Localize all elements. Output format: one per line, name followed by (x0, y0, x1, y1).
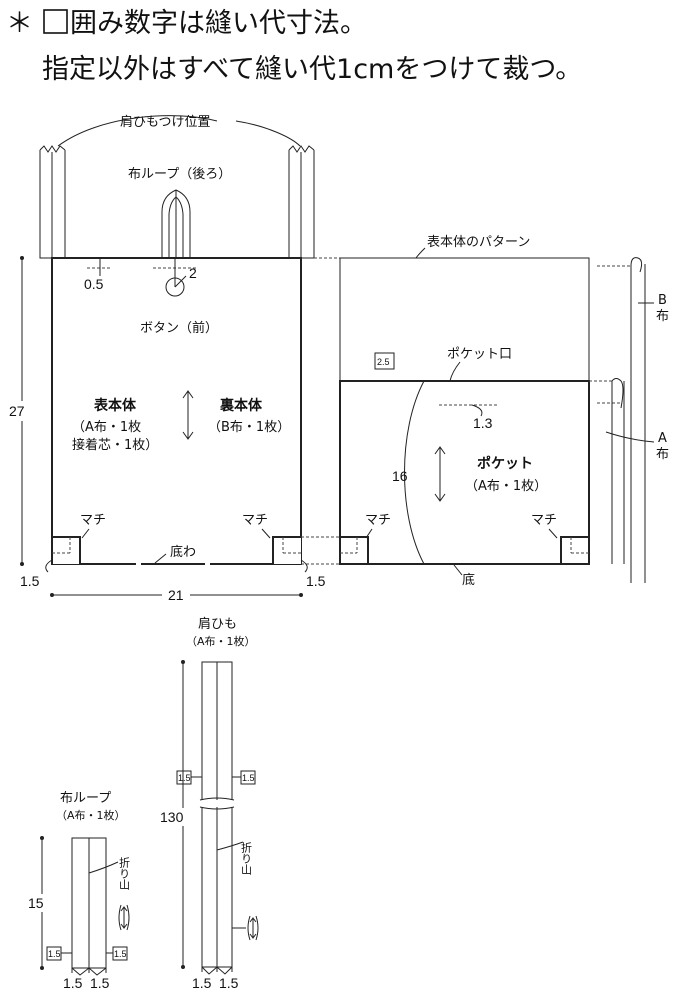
loop-grain-arrow (118, 904, 130, 931)
loop-width-2: 1.5 (90, 975, 110, 991)
header-line-1: 囲み数字は縫い代寸法。 (70, 8, 367, 39)
loop-fold-label: 折り山 (118, 856, 131, 890)
fabric-b-label-2: 布 (656, 309, 669, 324)
pattern-title: 表本体のパターン (427, 235, 530, 250)
strap-grain-arrow (247, 915, 259, 941)
gusset-right-cutout (272, 536, 301, 564)
pocket-outline (339, 380, 590, 565)
strap-stub-right (288, 145, 315, 259)
back-title: 裏本体 (219, 397, 263, 414)
pocket-offset-leader (471, 404, 483, 417)
fabric-a-layer (611, 378, 625, 564)
pocket-title: ポケット (477, 455, 533, 472)
corner-left-label: 1.5 (20, 573, 40, 589)
seam-box (374, 352, 395, 370)
fabric-a-leader (605, 431, 655, 443)
strap-stub-left (39, 145, 66, 259)
front-line-1: （A布・1枚 (72, 420, 141, 435)
strap-title: 肩ひも (198, 616, 237, 632)
top-offset-label: 0.5 (84, 276, 104, 292)
pocket-opening-label: ポケット口 (447, 347, 512, 362)
height-label: 27 (9, 403, 25, 419)
corner-right-label: 1.5 (306, 573, 326, 589)
strap-length-label: 130 (160, 809, 184, 825)
strap-seam-right: 1.5 (242, 773, 255, 783)
corner-right-leader (300, 559, 308, 573)
front-line-2: 接着芯・1枚） (72, 437, 158, 453)
pocket-height-label: 16 (392, 468, 408, 484)
bottom-fold-leader (154, 553, 167, 564)
loop-diagram: 布ループ （A布・1枚） 1.5 1.5 15 折り山 (26, 791, 131, 991)
pattern-bottom-label: 底 (462, 572, 475, 588)
pocket-grain-arrow (434, 446, 446, 502)
button-offset-label: 2 (189, 265, 197, 281)
front-title: 表本体 (93, 397, 137, 414)
corner-left-leader (45, 559, 53, 573)
loop-seam-right: 1.5 (114, 949, 127, 959)
loop-fold-leader (88, 861, 119, 874)
fabric-loop-shape (161, 189, 191, 258)
pocket-offset-label: 1.3 (473, 415, 493, 431)
front-back-arrow (182, 390, 194, 440)
pattern-gusset-right (560, 536, 589, 564)
loop-width-1: 1.5 (63, 975, 83, 991)
main-body-diagram: 肩ひもつけ位置 布ループ（後ろ） 0.5 2 ボタン（前） 表本体 （A布・1枚… (8, 114, 340, 603)
pattern-gusset-left (340, 536, 369, 564)
header-note: ＊ 囲み数字は縫い代寸法。 指定以外はすべて縫い代1cmをつけて裁つ。 (6, 8, 582, 85)
strap-diagram: 肩ひも （A布・1枚） 1.5 1.5 130 折り山 (158, 616, 259, 991)
asterisk-mark: ＊ (6, 8, 33, 39)
loop-label: 布ループ（後ろ） (128, 167, 231, 182)
button-radius-line (174, 275, 187, 288)
strap-position-leader-right (235, 120, 301, 147)
loop-title: 布ループ (60, 791, 111, 806)
strap-position-leader-left (57, 115, 218, 147)
back-line-1: （B布・1枚） (208, 420, 290, 435)
strap-fold-label: 折り山 (240, 841, 253, 875)
seam-box-label: 2.5 (377, 357, 390, 367)
gusset-left-cutout (52, 536, 81, 564)
gusset-left-label: マチ (80, 513, 106, 528)
body-outline (51, 257, 302, 565)
gusset-right-leader (261, 528, 271, 539)
strap-break-bottom (199, 806, 235, 810)
strap-seam-left: 1.5 (178, 773, 191, 783)
strap-position-label: 肩ひもつけ位置 (120, 114, 210, 130)
bottom-fold-label: 底わ (170, 544, 196, 560)
strap-width-1: 1.5 (192, 975, 212, 991)
fabric-a-label-2: 布 (656, 447, 669, 462)
loop-subtitle: （A布・1枚） (56, 808, 126, 822)
fabric-a-label: A (658, 431, 667, 446)
pocket-opening-leader (449, 361, 461, 382)
strap-width-dimension (201, 962, 233, 972)
fabric-b-label: B (658, 293, 667, 308)
loop-seam-left: 1.5 (48, 949, 61, 959)
button-label: ボタン（前） (140, 320, 218, 336)
pattern-gusset-left-label: マチ (365, 513, 391, 528)
gusset-left-leader (81, 528, 90, 539)
pattern-gusset-right-leader (548, 528, 558, 539)
strap-break (198, 800, 236, 807)
pattern-gusset-right-label: マチ (531, 513, 557, 528)
pattern-bottom-leader (453, 564, 463, 576)
strap-break-top (199, 797, 235, 801)
strap-width-2: 1.5 (219, 975, 239, 991)
loop-length-label: 15 (28, 895, 44, 911)
strap-fold-leader (216, 841, 244, 851)
pattern-diagram: 表本体のパターン 2.5 ポケット口 1.3 16 ポケット （A布・1枚） マ… (339, 235, 669, 588)
loop-width-dimension (71, 963, 107, 973)
pocket-line-1: （A布・1枚） (465, 479, 547, 494)
pocket-curve (404, 380, 425, 565)
width-label: 21 (168, 587, 184, 603)
strap-subtitle: （A布・1枚） (186, 634, 256, 648)
gusset-right-label: マチ (242, 513, 268, 528)
header-line-2: 指定以外はすべて縫い代1cmをつけて裁つ。 (42, 54, 582, 85)
fabric-b-layer (630, 257, 646, 583)
square-outline-icon (43, 9, 68, 34)
pattern-title-leader (415, 247, 426, 259)
